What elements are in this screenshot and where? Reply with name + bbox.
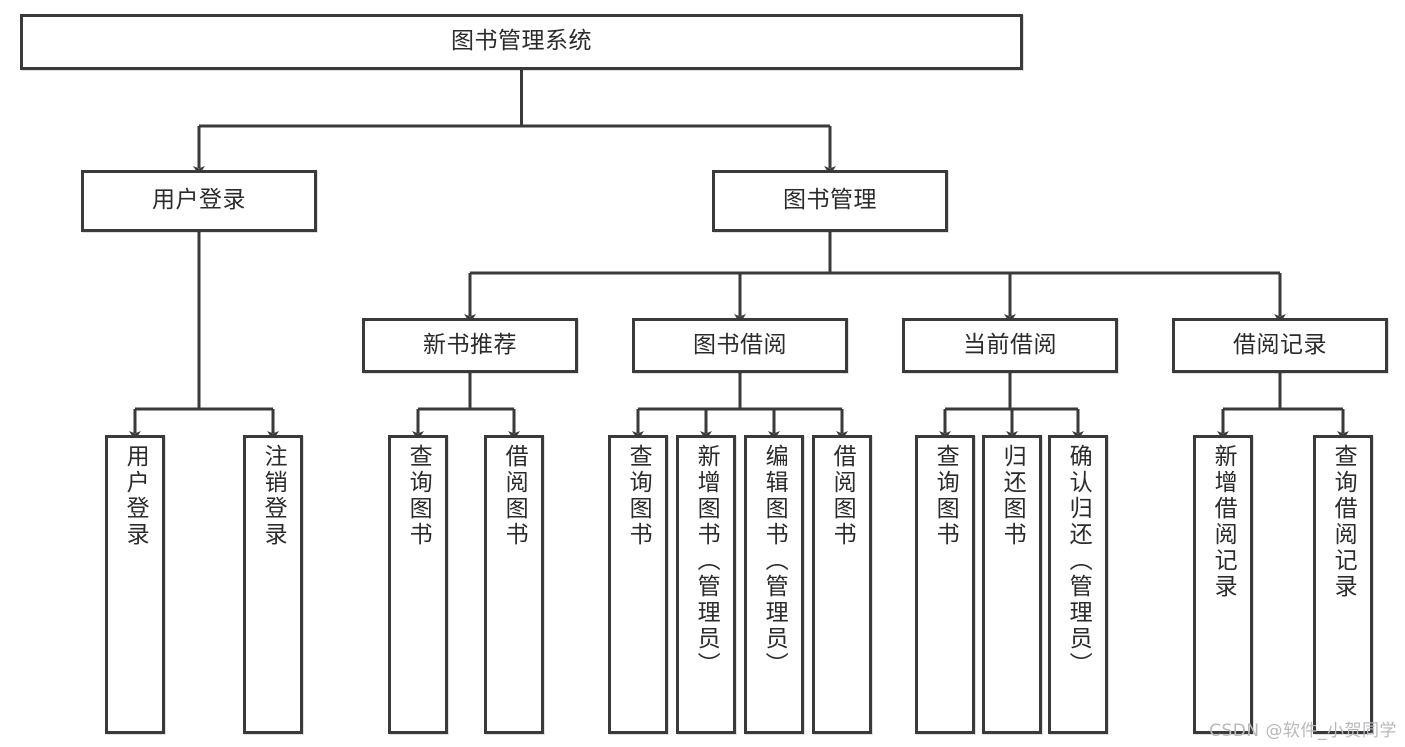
node-label-current-borrow: 当前借阅 [963, 331, 1057, 358]
node-label-leaf-confirm-ret: 确认归还（管理员） [1065, 444, 1092, 678]
node-leaf-user-logout[interactable]: 注销登录 [243, 435, 303, 734]
node-label-book-mgmt: 图书管理 [783, 187, 877, 214]
node-leaf-query-book-3[interactable]: 查询图书 [915, 435, 975, 734]
node-leaf-return-book[interactable]: 归还图书 [982, 435, 1042, 734]
node-user-login[interactable]: 用户登录 [81, 170, 317, 232]
node-leaf-query-book-1[interactable]: 查询图书 [388, 435, 448, 734]
node-label-leaf-edit-book: 编辑图书（管理员） [761, 444, 788, 678]
node-label-leaf-query-record: 查询借阅记录 [1330, 444, 1357, 600]
node-label-book-borrow: 图书借阅 [693, 331, 787, 358]
node-leaf-borrow-book-1[interactable]: 借阅图书 [484, 435, 544, 734]
node-label-leaf-borrow-book-2: 借阅图书 [829, 444, 856, 548]
node-label-leaf-add-record: 新增借阅记录 [1210, 444, 1237, 600]
node-label-borrow-record: 借阅记录 [1233, 331, 1327, 358]
watermark-text: CSDN @软件_小贺同学 [1209, 721, 1397, 741]
node-label-leaf-add-book: 新增图书（管理员） [693, 444, 720, 678]
node-leaf-add-book[interactable]: 新增图书（管理员） [676, 435, 736, 734]
node-label-leaf-return-book: 归还图书 [999, 444, 1026, 548]
node-leaf-borrow-book-2[interactable]: 借阅图书 [812, 435, 872, 734]
node-book-borrow[interactable]: 图书借阅 [632, 318, 848, 373]
node-label-leaf-borrow-book-1: 借阅图书 [501, 444, 528, 548]
node-leaf-edit-book[interactable]: 编辑图书（管理员） [744, 435, 804, 734]
node-label-user-login: 用户登录 [152, 187, 246, 214]
node-label-leaf-query-book-1: 查询图书 [405, 444, 432, 548]
node-leaf-query-book-2[interactable]: 查询图书 [608, 435, 668, 734]
node-label-leaf-user-logout: 注销登录 [260, 444, 287, 548]
node-current-borrow[interactable]: 当前借阅 [902, 318, 1118, 373]
node-label-root: 图书管理系统 [451, 28, 592, 55]
node-leaf-add-record[interactable]: 新增借阅记录 [1193, 435, 1253, 734]
node-new-book-rec[interactable]: 新书推荐 [362, 318, 578, 373]
node-root[interactable]: 图书管理系统 [20, 14, 1023, 70]
node-leaf-query-record[interactable]: 查询借阅记录 [1313, 435, 1373, 734]
node-label-leaf-query-book-2: 查询图书 [625, 444, 652, 548]
node-leaf-user-login[interactable]: 用户登录 [105, 435, 165, 734]
node-label-leaf-user-login: 用户登录 [122, 444, 149, 548]
node-label-leaf-query-book-3: 查询图书 [932, 444, 959, 548]
node-borrow-record[interactable]: 借阅记录 [1172, 318, 1388, 373]
node-leaf-confirm-ret[interactable]: 确认归还（管理员） [1048, 435, 1108, 734]
node-book-mgmt[interactable]: 图书管理 [712, 170, 948, 232]
node-label-new-book-rec: 新书推荐 [423, 331, 517, 358]
